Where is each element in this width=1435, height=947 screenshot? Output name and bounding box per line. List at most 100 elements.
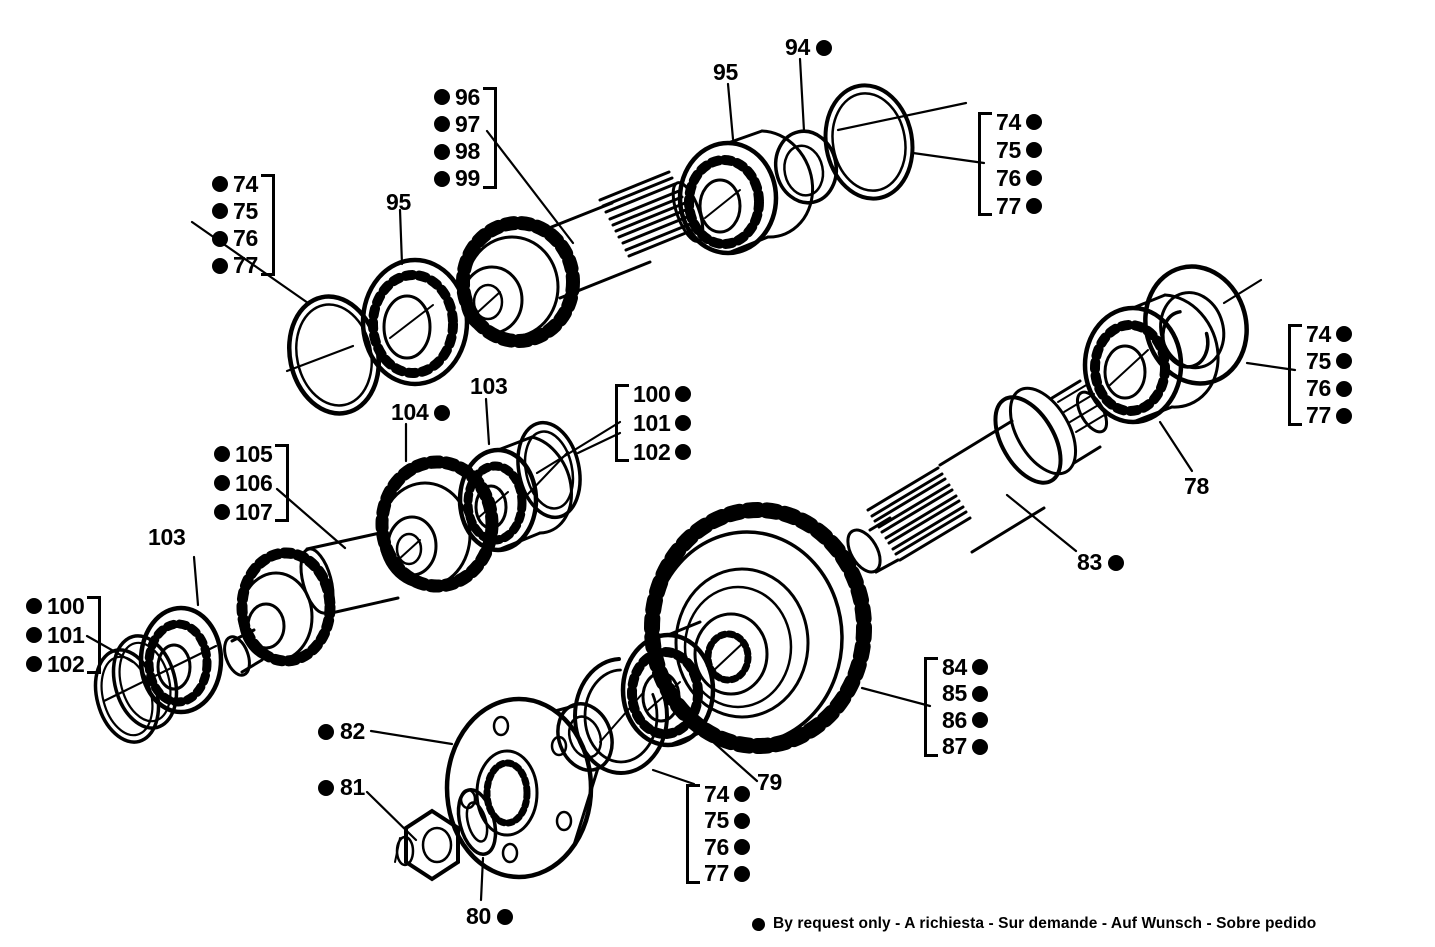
by-request-dot-icon <box>1335 326 1352 342</box>
by-request-dot-icon <box>971 712 988 729</box>
label-bearing-95-left: 95 <box>386 191 411 214</box>
by-request-dot-icon <box>434 170 450 187</box>
label-bearing-95-top: 95 <box>713 61 738 84</box>
callout-group-84-87: 84 85 86 87 <box>924 655 988 758</box>
c-washer <box>573 657 669 775</box>
by-request-dot-icon <box>212 203 228 220</box>
part-number: 102 <box>633 438 671 465</box>
by-request-dot-icon <box>1335 353 1352 370</box>
part-ref-row: 75 <box>704 807 750 834</box>
by-request-dot-icon <box>971 738 988 755</box>
label-nut-81: 81 <box>318 776 365 799</box>
callout-rows: 74 75 76 77 <box>704 782 750 887</box>
part-number: 101 <box>47 621 85 648</box>
callout-rows: 74 75 76 77 <box>212 172 258 277</box>
part-ref-row: 77 <box>704 860 750 887</box>
callout-group-74-77-far-right: 74 75 76 77 <box>1288 320 1352 427</box>
label-gear-104: 104 <box>391 401 451 424</box>
part-number: 96 <box>455 83 480 110</box>
part-ref-row: 99 <box>434 167 480 190</box>
part-ref-row: 75 <box>212 199 258 222</box>
label-flange-82: 82 <box>318 720 365 743</box>
callout-group-96-99: 96 97 98 99 <box>434 83 497 190</box>
by-request-dot-icon <box>214 504 230 520</box>
by-request-dot-icon <box>1025 142 1042 158</box>
by-request-dot-icon <box>434 404 451 421</box>
part-number: 97 <box>455 110 480 137</box>
callout-rows: 74 75 76 77 <box>1306 320 1352 427</box>
bearing-79 <box>620 620 716 748</box>
by-request-dot-icon <box>1025 198 1042 214</box>
by-request-dot-icon <box>733 812 750 829</box>
by-request-dot-icon <box>675 444 692 460</box>
part-number: 85 <box>942 680 967 707</box>
callout-rows: 96 97 98 99 <box>434 83 480 190</box>
part-number: 82 <box>340 718 365 744</box>
part-ref-row: 102 <box>633 438 692 465</box>
part-number: 74 <box>1306 320 1331 347</box>
part-number: 76 <box>996 164 1021 191</box>
part-ref-row: 101 <box>633 409 692 436</box>
by-request-dot-icon <box>1335 407 1352 424</box>
by-request-dot-icon <box>318 723 334 740</box>
bracket-icon <box>275 444 290 522</box>
bracket-icon <box>260 174 275 276</box>
part-ref-row: 97 <box>434 110 480 137</box>
part-ref-row: 100 <box>26 594 85 617</box>
part-ref-row: 87 <box>942 735 988 758</box>
label-washer-94: 94 <box>785 36 832 59</box>
part-number: 105 <box>235 440 273 467</box>
by-request-dot-icon <box>1025 114 1042 130</box>
by-request-dot-icon <box>26 656 42 672</box>
part-number: 76 <box>704 833 729 860</box>
part-number: 74 <box>996 108 1021 135</box>
part-ref-row: 74 <box>212 172 258 195</box>
callout-rows: 74 75 76 77 <box>996 108 1042 217</box>
part-number: 94 <box>785 34 810 60</box>
legend-by-request: By request only - A richiesta - Sur dema… <box>752 915 1316 933</box>
legend-text: By request only - A richiesta - Sur dema… <box>773 915 1317 932</box>
thrust-ring-78 <box>1143 264 1249 386</box>
part-ref-row: 107 <box>214 498 273 525</box>
by-request-dot-icon <box>1025 170 1042 186</box>
by-request-dot-icon <box>971 685 988 702</box>
part-ref-row: 86 <box>942 708 988 731</box>
by-request-dot-icon <box>752 917 765 931</box>
by-request-dot-icon <box>815 39 832 56</box>
bracket-icon <box>924 657 938 757</box>
label-bearing-103-left: 103 <box>148 524 186 550</box>
part-number: 81 <box>340 774 365 800</box>
part-ref-row: 76 <box>1306 375 1352 402</box>
part-number: 101 <box>633 409 671 436</box>
snap-rings-bottom-left <box>93 634 179 744</box>
part-ref-row: 105 <box>214 440 273 467</box>
callout-rows: 100 101 102 <box>633 380 692 465</box>
bearing-103-left <box>138 605 224 715</box>
part-number: 75 <box>704 807 729 834</box>
by-request-dot-icon <box>434 116 450 133</box>
part-number: 75 <box>1306 347 1331 374</box>
part-number: 80 <box>466 903 491 929</box>
part-number: 77 <box>704 860 729 887</box>
part-number: 75 <box>996 136 1021 163</box>
callout-rows: 100 101 102 <box>26 594 85 677</box>
by-request-dot-icon <box>675 415 692 431</box>
part-ref-row: 77 <box>996 194 1042 217</box>
part-ref-row: 102 <box>26 650 85 677</box>
label-bearing-103-mid: 103 <box>470 375 508 398</box>
label-washer-80: 80 <box>466 905 513 928</box>
part-number: 107 <box>235 498 273 525</box>
part-number: 103 <box>148 524 186 550</box>
part-number: 95 <box>713 59 738 85</box>
callout-group-105-107: 105 106 107 <box>214 440 290 525</box>
by-request-dot-icon <box>434 143 450 160</box>
part-number: 102 <box>47 650 85 677</box>
snap-ring-top <box>823 83 915 201</box>
part-number: 100 <box>633 380 671 407</box>
part-number: 83 <box>1077 549 1102 575</box>
by-request-dot-icon <box>733 865 750 882</box>
part-number: 76 <box>1306 375 1331 402</box>
label-bearing-79: 79 <box>757 771 782 794</box>
part-ref-row: 85 <box>942 680 988 707</box>
